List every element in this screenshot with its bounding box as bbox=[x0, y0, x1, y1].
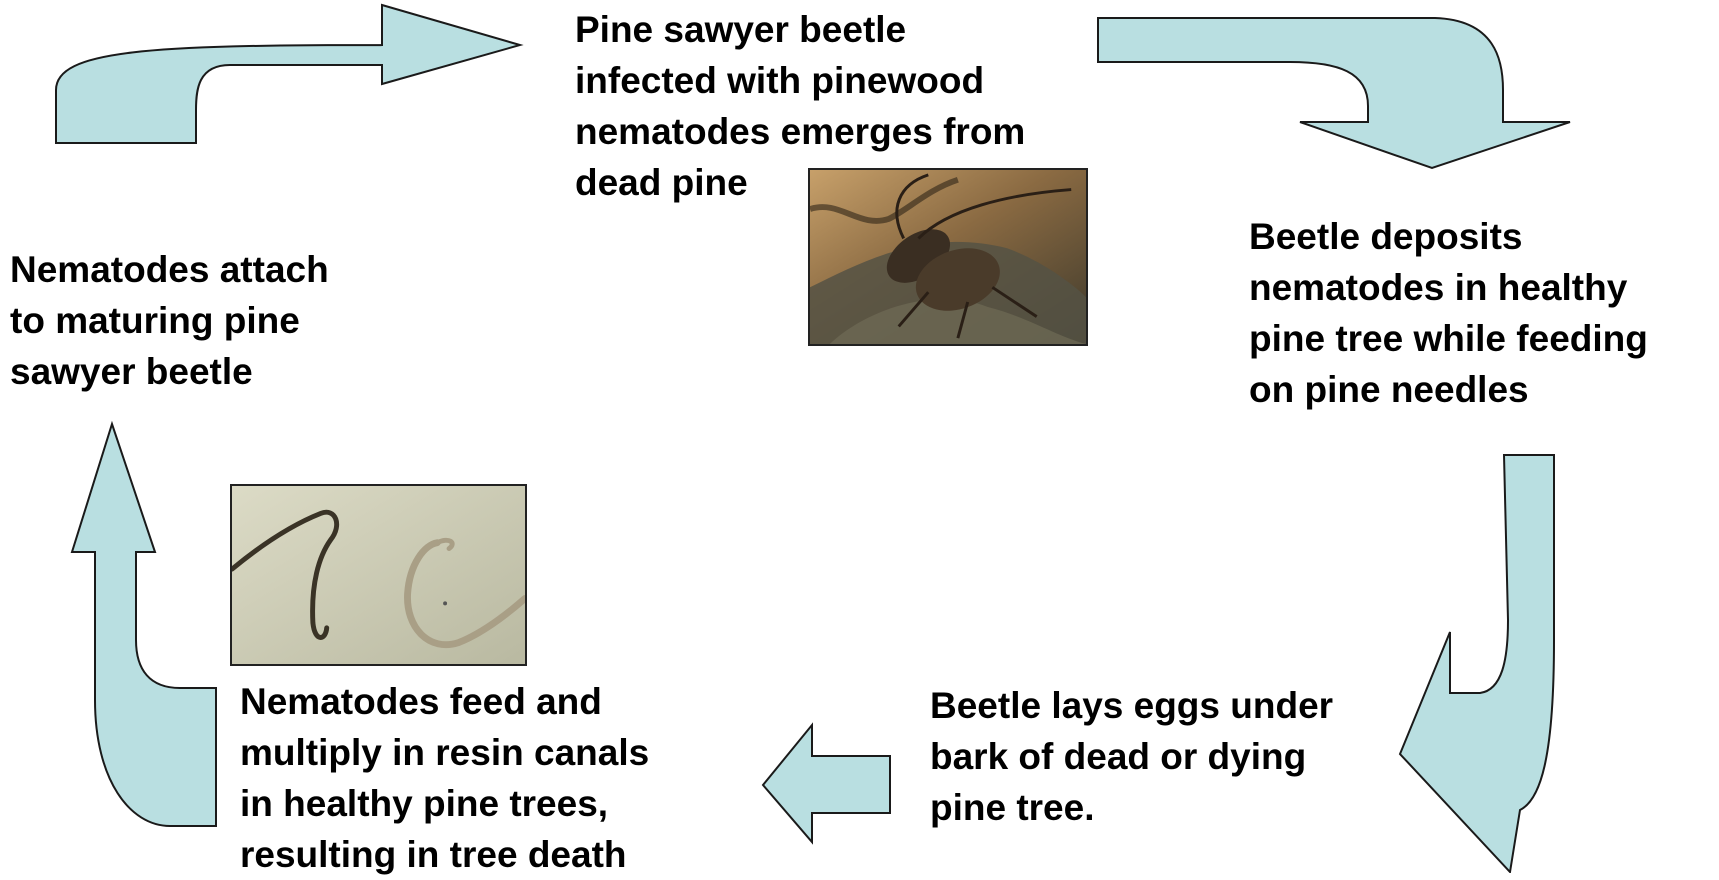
cycle-arrow-attach-to-emerge bbox=[56, 5, 520, 143]
step-beetle-deposits-nematodes: Beetle deposits nematodes in healthy pin… bbox=[1249, 211, 1648, 415]
step-beetle-emerges: Pine sawyer beetle infected with pinewoo… bbox=[575, 4, 1025, 208]
step-nematodes-attach: Nematodes attach to maturing pine sawyer… bbox=[10, 244, 329, 397]
cycle-arrow-feed-to-attach bbox=[72, 424, 216, 826]
cycle-arrow-deposit-to-lay-eggs bbox=[1400, 455, 1554, 872]
nematodes-photo bbox=[230, 484, 527, 666]
step-nematodes-feed-multiply: Nematodes feed and multiply in resin can… bbox=[240, 676, 649, 880]
cycle-arrow-emerge-to-deposit bbox=[1098, 18, 1570, 168]
step-beetle-lays-eggs: Beetle lays eggs under bark of dead or d… bbox=[930, 680, 1333, 833]
cycle-arrow-lay-eggs-to-feed bbox=[763, 725, 890, 842]
